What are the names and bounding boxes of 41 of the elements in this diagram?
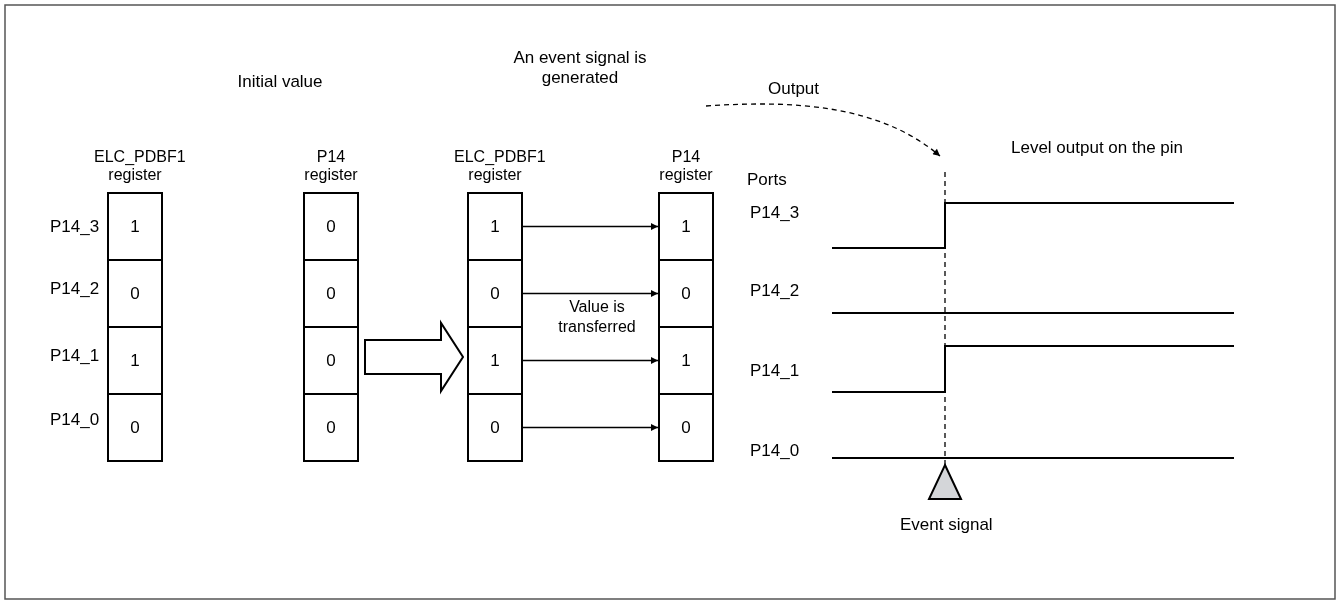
- port-label: P14_2: [750, 281, 800, 301]
- register-heading: ELC_PDBF1 register: [93, 148, 187, 184]
- register-bit-cell: 0: [467, 393, 523, 462]
- register-bit-cell: 1: [107, 326, 163, 395]
- marker-caption: Event signal: [900, 515, 993, 534]
- row-label: P14_2: [50, 279, 100, 299]
- dashed-arrow: [705, 103, 941, 157]
- port-label: P14_1: [750, 361, 800, 381]
- register-heading: P14 register: [303, 148, 359, 184]
- heading-text: Level output on the pin: [1011, 138, 1183, 158]
- port-label: P14_3: [750, 203, 800, 223]
- register-heading: ELC_PDBF1 register: [453, 148, 547, 184]
- register-bit-cell: 0: [107, 393, 163, 462]
- edge-label: Output: [768, 79, 820, 99]
- dashed-line: [944, 171, 946, 466]
- register-bit-cell: 1: [467, 192, 523, 261]
- arrow: [522, 357, 659, 364]
- arrow: [522, 223, 659, 230]
- row-label: P14_0: [50, 410, 100, 430]
- register-bit-cell: 0: [303, 393, 359, 462]
- arrow: [522, 290, 659, 297]
- register-bit-cell: 1: [658, 192, 714, 261]
- register-bit-cell: 0: [467, 259, 523, 328]
- axis-title: Ports: [747, 170, 787, 190]
- register-bit-cell: 1: [658, 326, 714, 395]
- arrow: [522, 424, 659, 431]
- heading-text: An event signal is generated: [512, 48, 648, 88]
- block-arrow: [364, 319, 465, 395]
- port-label: P14_0: [750, 441, 800, 461]
- register-bit-cell: 0: [658, 393, 714, 462]
- register-bit-cell: 0: [303, 259, 359, 328]
- register-bit-cell: 0: [658, 259, 714, 328]
- register-bit-cell: 0: [107, 259, 163, 328]
- register-bit-cell: 1: [107, 192, 163, 261]
- register-bit-cell: 0: [303, 192, 359, 261]
- heading-text: Initial value: [237, 72, 323, 92]
- register-bit-cell: 0: [303, 326, 359, 395]
- row-label: P14_3: [50, 217, 100, 237]
- row-label: P14_1: [50, 346, 100, 366]
- register-bit-cell: 1: [467, 326, 523, 395]
- register-heading: P14 register: [658, 148, 714, 184]
